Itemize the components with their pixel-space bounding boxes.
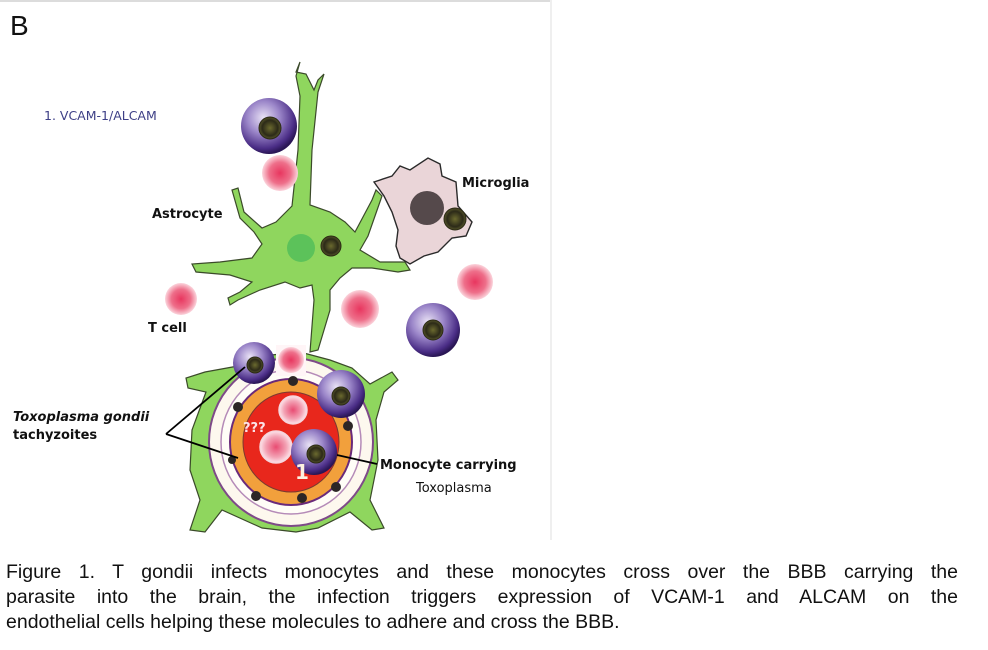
top-border: [0, 0, 552, 2]
right-border: [550, 0, 552, 540]
astrocyte-nucleus: [287, 234, 315, 262]
monocyte: [241, 98, 297, 154]
figure-caption: Figure 1. T gondii infects monocytes and…: [6, 560, 958, 635]
caption-line: Figure 1. T gondii infects monocytes and…: [6, 561, 958, 583]
leader-lines: [165, 366, 378, 465]
t-cell: [165, 283, 197, 315]
bbb-diagram: ??? 1: [165, 61, 493, 533]
parasite-icon: [306, 444, 326, 464]
label-astrocyte: Astrocyte: [152, 207, 223, 222]
label-tachyzoites: tachyzoites: [13, 428, 98, 443]
parasite-icon: [443, 207, 467, 231]
t-cell: [278, 347, 304, 373]
monocyte: [317, 370, 365, 418]
monocyte: [406, 303, 460, 357]
monocyte: [291, 429, 337, 475]
microglia-nucleus: [410, 191, 444, 225]
blood-vessel: ??? 1: [185, 342, 399, 533]
t-cell: [341, 290, 379, 328]
parasite-icon: [422, 319, 444, 341]
astrocyte: [191, 61, 411, 353]
step-number: 1: [295, 460, 309, 484]
caption-line: parasite into the brain, the infection t…: [6, 586, 958, 608]
parasite-icon: [331, 386, 351, 406]
t-cell: [278, 395, 308, 425]
parasite-icon: [320, 235, 342, 257]
parasite-icon: [246, 356, 264, 374]
question-marks: ???: [243, 421, 266, 436]
t-cell: [457, 264, 493, 300]
panel-letter: B: [10, 10, 29, 41]
t-cell: [262, 155, 298, 191]
label-t-cell: T cell: [148, 321, 187, 336]
label-toxoplasma: Toxoplasma: [416, 481, 492, 496]
label-vcam-alcam: 1. VCAM-1/ALCAM: [44, 108, 157, 123]
monocyte: [233, 342, 275, 384]
label-toxoplasma-gondii: Toxoplasma gondii: [13, 410, 150, 425]
label-microglia: Microglia: [462, 176, 530, 191]
microglia: [372, 157, 473, 265]
figure-panel: ??? 1 B 1. VCAM-1/ALCAM Microglia Astroc…: [0, 0, 552, 540]
caption-line: endothelial cells helping these molecule…: [6, 611, 620, 633]
label-monocyte-carrying: Monocyte carrying: [380, 458, 517, 473]
parasite-icon: [258, 116, 282, 140]
